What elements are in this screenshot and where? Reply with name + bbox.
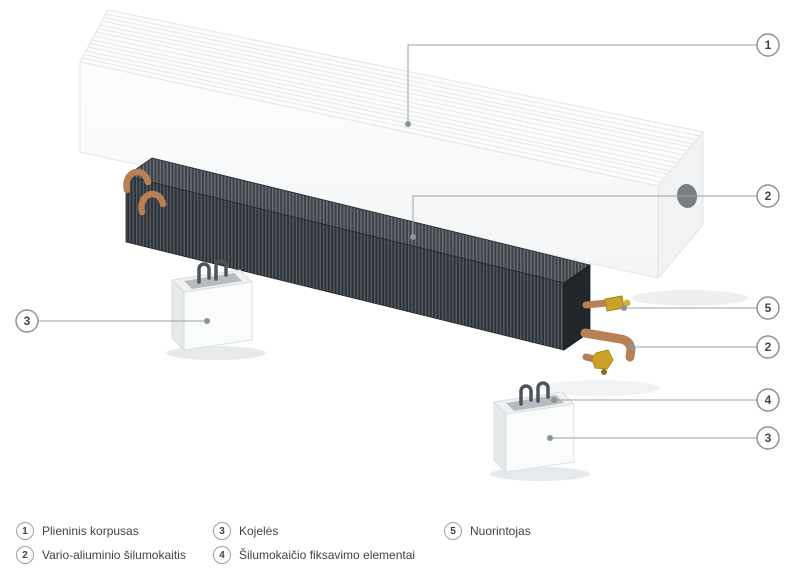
callout-2-copper-pipe: 2 bbox=[628, 335, 780, 359]
legend-label-5: Nuorintojas bbox=[470, 524, 531, 538]
callout-2b-number: 2 bbox=[765, 340, 772, 354]
brass-nut bbox=[582, 349, 614, 375]
copper-u-bends bbox=[123, 168, 167, 216]
callout-2-number: 2 bbox=[765, 189, 772, 203]
left-leg bbox=[170, 259, 254, 352]
legend-item-legs: 3 Kojelės bbox=[213, 522, 278, 540]
heat-exchanger bbox=[123, 157, 636, 375]
legend-label-2: Vario-aliuminio šilumokaitis bbox=[42, 548, 186, 562]
callout-1-number: 1 bbox=[765, 38, 772, 52]
steel-casing bbox=[79, 9, 704, 280]
legend-number-5: 5 bbox=[444, 522, 462, 540]
legend-label-4: Šilumokaičio fiksavimo elementai bbox=[239, 548, 416, 562]
legend-item-fixing-elements: 4 Šilumokaičio fiksavimo elementai bbox=[213, 546, 415, 564]
casing-grille bbox=[81, 13, 701, 183]
legend-item-steel-casing: 1 Plieninis korpusas bbox=[16, 522, 139, 540]
callout-3l-number: 3 bbox=[24, 314, 31, 328]
callout-3-right-leg: 3 bbox=[547, 426, 780, 450]
callout-3-left-leg: 3 bbox=[15, 309, 210, 333]
callout-1-casing: 1 bbox=[405, 33, 780, 127]
air-vent-valve bbox=[582, 295, 631, 312]
exploded-view-illustration: 1 2 5 2 4 3 bbox=[15, 9, 780, 481]
callout-5-number: 5 bbox=[765, 301, 772, 315]
legend-label-3: Kojelės bbox=[239, 524, 279, 538]
legend-label-1: Plieninis korpusas bbox=[42, 524, 139, 538]
legend-item-air-vent: 5 Nuorintojas bbox=[444, 522, 531, 540]
callout-5-air-vent: 5 bbox=[621, 296, 780, 320]
legend-item-heat-exchanger: 2 Vario-aliuminio šilumokaitis bbox=[16, 546, 186, 564]
callout-4-fixing-elements: 4 bbox=[551, 388, 780, 412]
callout-2-heat-exchanger: 2 bbox=[410, 184, 780, 240]
exchanger-end-face bbox=[563, 264, 591, 351]
legend-number-3: 3 bbox=[213, 522, 231, 540]
callout-4-number: 4 bbox=[765, 393, 772, 407]
callout-3r-number: 3 bbox=[765, 431, 772, 445]
casing-end-face bbox=[657, 130, 704, 280]
legend-number-2: 2 bbox=[16, 546, 34, 564]
legend-number-4: 4 bbox=[213, 546, 231, 564]
right-leg bbox=[492, 381, 576, 474]
legend-number-1: 1 bbox=[16, 522, 34, 540]
